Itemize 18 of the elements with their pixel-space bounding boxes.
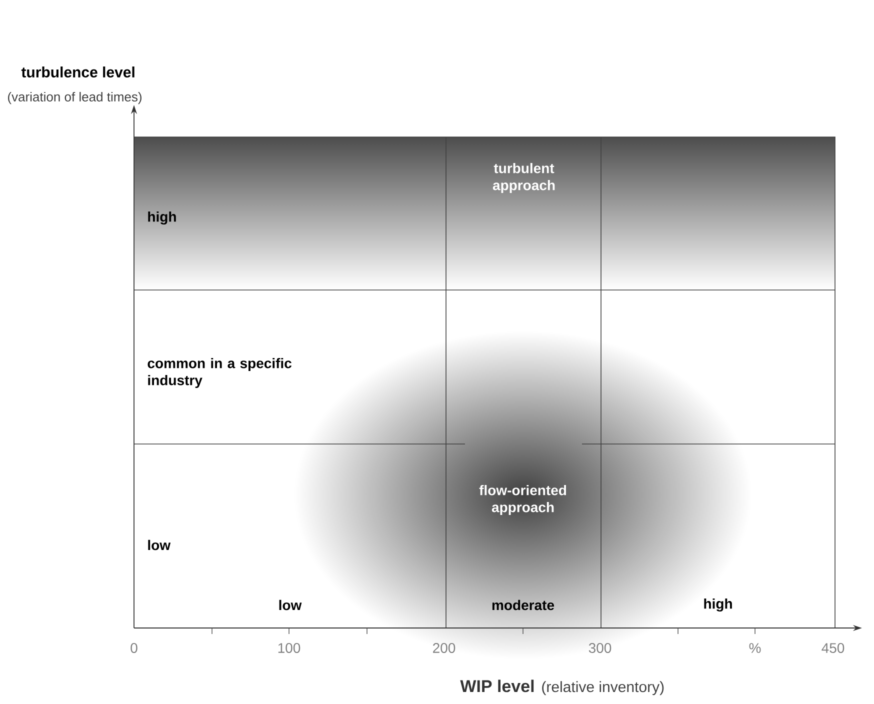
axis-label: 100 [278, 643, 300, 653]
axis-label: common in a specific industry [148, 358, 292, 388]
axis-title: WIP level [460, 680, 534, 692]
axis-label: (variation of lead times) [8, 92, 142, 104]
axis-label: 0 [130, 643, 138, 653]
axis-label: % [749, 643, 761, 653]
axis-label: low [148, 540, 171, 550]
axis-label: moderate [492, 600, 554, 610]
axis-label: 200 [433, 643, 456, 653]
axis-label: flow-oriented approach [479, 484, 566, 516]
axis-label: turbulence level [21, 66, 134, 78]
axis-label: high [704, 598, 732, 612]
axis-label: 450 [822, 643, 844, 653]
axis-label: high [148, 211, 176, 225]
axis-label: low [279, 600, 302, 610]
axis-label: turbulent approach [492, 162, 555, 194]
axis-subtitle: (relative inventory) [542, 681, 664, 696]
axis-label: 300 [588, 643, 612, 653]
